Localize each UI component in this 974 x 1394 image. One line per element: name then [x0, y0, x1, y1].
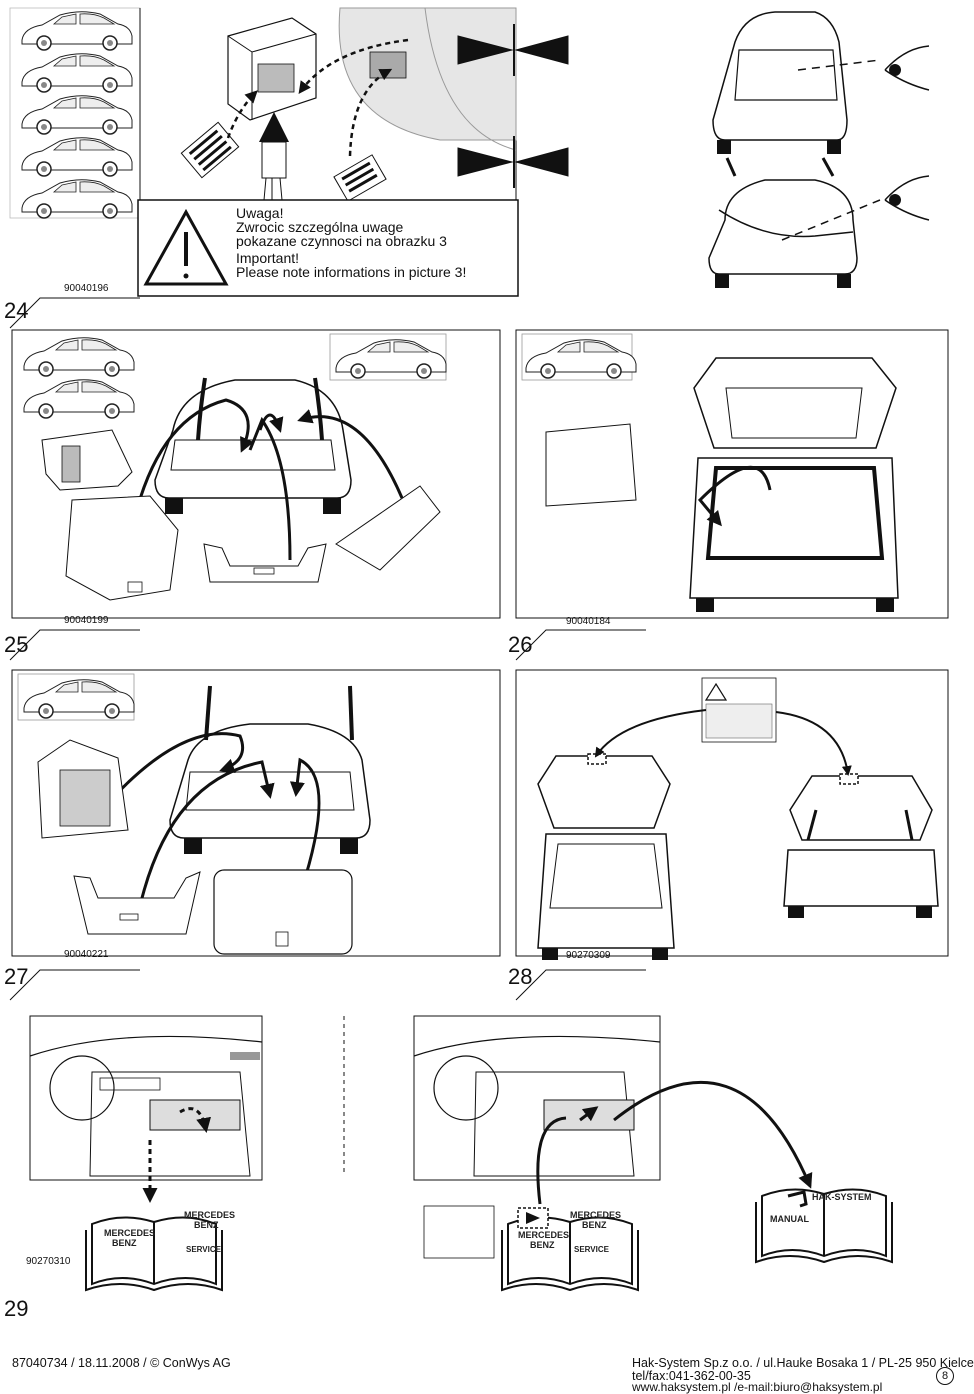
step-code-26: 90040184 — [566, 616, 611, 627]
manual-mb-top-2: BENZ — [194, 1220, 219, 1230]
step-28-panel — [515, 669, 949, 960]
step-code-29: 90270310 — [26, 1256, 71, 1267]
step-24-panel — [9, 7, 930, 297]
manual-service-1: SERVICE — [186, 1245, 222, 1254]
manual-mb-left-3: MERCEDES — [518, 1230, 569, 1240]
step-29-panel — [29, 1015, 893, 1291]
step-number-28: 28 — [508, 964, 533, 989]
page-number: 8 — [936, 1367, 954, 1385]
step-number-25: 25 — [4, 632, 29, 657]
manual-mb-top-4: BENZ — [582, 1220, 607, 1230]
manual-mb-top-3: MERCEDES — [570, 1210, 621, 1220]
step-code-28: 90270309 — [566, 950, 611, 961]
footer-phone: tel/fax:041-362-00-35 — [632, 1369, 751, 1383]
manual-label: MANUAL — [770, 1214, 809, 1224]
warning-line-3: pokazane czynnosci na obrazku 3 — [236, 233, 447, 249]
step-code-25: 90040199 — [64, 615, 109, 626]
step-27-panel — [11, 669, 501, 957]
footer-document-code: 87040734 / 18.11.2008 / © ConWys AG — [12, 1356, 231, 1370]
warning-line-1: Uwaga! — [236, 205, 284, 221]
warning-line-2: Zwrocic szczególna uwage — [236, 219, 404, 235]
step-code-24: 90040196 — [64, 283, 109, 294]
footer-web-email: www.haksystem.pl /e-mail:biuro@haksystem… — [632, 1380, 883, 1394]
warning-message: Uwaga! Zwrocic szczególna uwage pokazane… — [236, 206, 504, 279]
step-26-panel — [515, 329, 949, 619]
step-code-27: 90040221 — [64, 949, 109, 960]
step-number-27: 27 — [4, 964, 29, 989]
manual-mb-left-1: MERCEDES — [104, 1228, 155, 1238]
manual-mb-left-4: BENZ — [530, 1240, 555, 1250]
step-number-26: 26 — [508, 632, 533, 657]
step-number-29: 29 — [4, 1296, 29, 1321]
step-25-panel — [11, 329, 501, 619]
manual-service-2: SERVICE — [574, 1245, 610, 1254]
warning-line-5: Please note informations in picture 3! — [236, 264, 467, 280]
hak-system-label: HAK-SYSTEM — [812, 1192, 872, 1202]
manual-mb-top-1: MERCEDES — [184, 1210, 235, 1220]
footer-address: Hak-System Sp.z o.o. / ul.Hauke Bosaka 1… — [632, 1356, 974, 1370]
step-number-24: 24 — [4, 298, 29, 323]
warning-line-4: Important! — [236, 250, 300, 266]
manual-mb-left-2: BENZ — [112, 1238, 137, 1248]
